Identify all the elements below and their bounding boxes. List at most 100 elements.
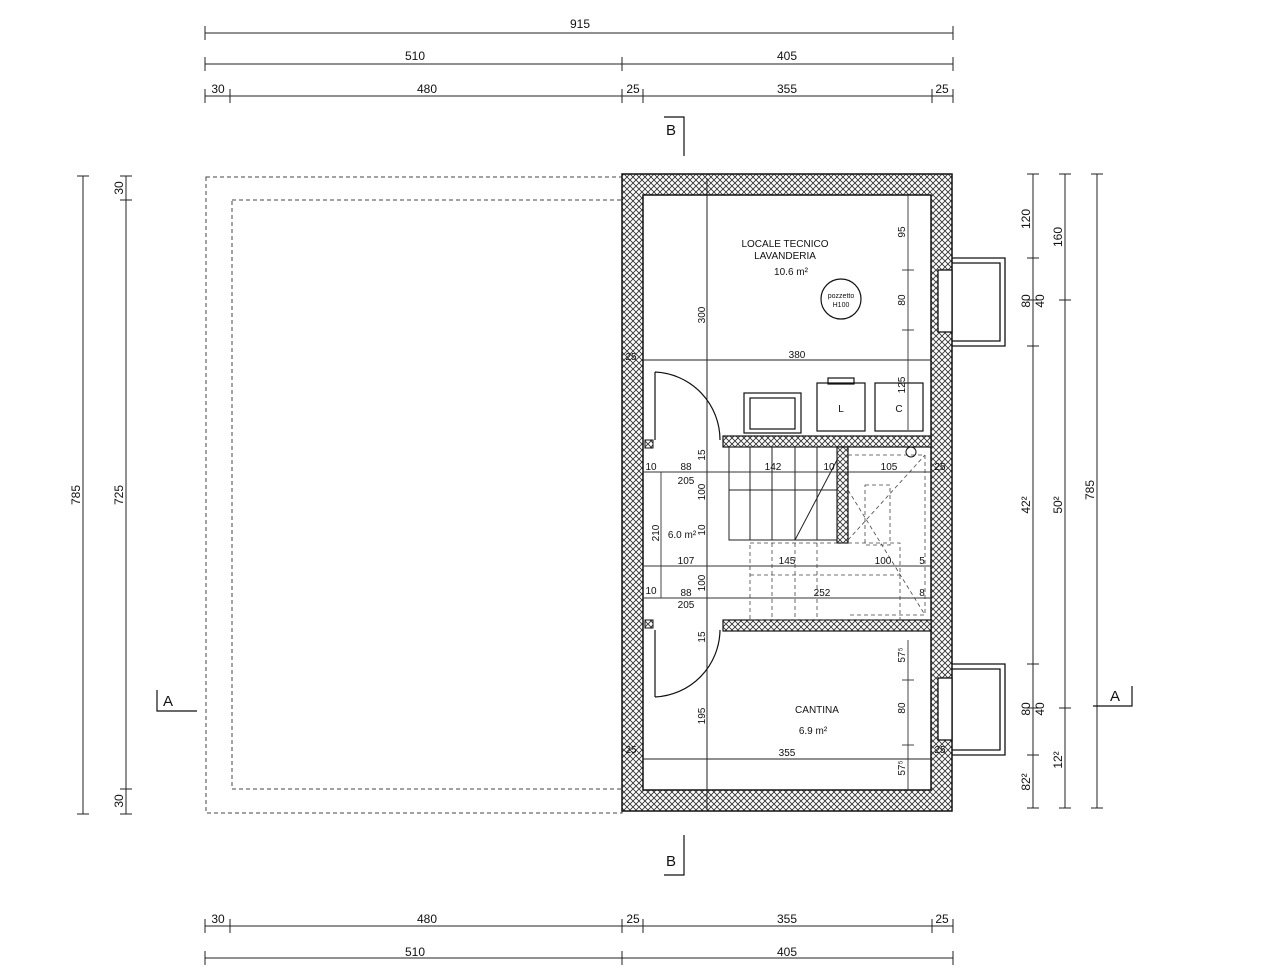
- dim-355-inner: 355: [779, 748, 796, 759]
- dim-95: 95: [897, 226, 908, 238]
- dim-right-122: 12²: [1051, 751, 1065, 768]
- dim-210: 210: [651, 524, 662, 541]
- dim-25a: 25: [625, 352, 637, 363]
- dim-bottom-seg-2: 480: [417, 912, 437, 926]
- section-marker-a-left: [156, 690, 197, 712]
- section-marker-b-bottom: [664, 835, 685, 876]
- section-label-b-bottom: B: [666, 853, 676, 870]
- room-cantina-area: 6.9 m²: [799, 726, 828, 737]
- exterior-wall: [621, 173, 953, 812]
- dim-252: 252: [814, 588, 831, 599]
- dim-right-502: 50²: [1051, 496, 1065, 513]
- dim-10c: 10: [697, 524, 708, 536]
- dim-100b: 100: [875, 556, 892, 567]
- dim-right-160: 160: [1051, 227, 1065, 247]
- section-marker-b-top: [664, 116, 685, 156]
- dim-195: 195: [697, 707, 708, 724]
- interior-dim-lines: [643, 195, 931, 790]
- dim-142: 142: [765, 462, 782, 473]
- dim-bottom-seg-1: 30: [211, 912, 225, 926]
- section-label-b-top: B: [666, 122, 676, 139]
- dim-57b: 57⁵: [897, 760, 908, 775]
- room-locale-area: 10.6 m²: [774, 267, 809, 278]
- dim-105: 105: [881, 462, 898, 473]
- label-boiler: C: [895, 404, 902, 415]
- dim-right-40b: 40: [1033, 702, 1047, 716]
- dim-10a: 10: [645, 462, 657, 473]
- dim-top-total: 915: [570, 17, 590, 31]
- dim-top-left: 510: [405, 49, 425, 63]
- dim-left-outer: 785: [69, 485, 83, 505]
- dim-right-822: 82²: [1019, 773, 1033, 790]
- dim-top-seg-4: 355: [777, 82, 797, 96]
- label-washer: L: [838, 404, 844, 415]
- dim-right-422: 42²: [1019, 496, 1033, 513]
- right-dimension-chains: [1027, 173, 1103, 809]
- dim-88a: 88: [680, 462, 692, 473]
- dim-88b: 88: [680, 588, 692, 599]
- boiler: [874, 382, 924, 432]
- door-jamb-upper: [644, 439, 654, 449]
- stair-wall-top: [722, 435, 932, 448]
- left-dimension-chains: [77, 175, 132, 815]
- pozzetto-line2: H100: [833, 302, 850, 309]
- section-label-a-left: A: [163, 693, 173, 710]
- door-lower: [654, 629, 721, 698]
- dim-left-bottom: 30: [112, 794, 126, 808]
- staircase: [728, 446, 838, 541]
- stair-core-wall: [836, 446, 849, 544]
- sink: [743, 392, 802, 434]
- dim-bottom-left: 510: [405, 945, 425, 959]
- dim-15b: 15: [697, 631, 708, 643]
- dim-right-40a: 40: [1033, 294, 1047, 308]
- bottom-dimension-chains: [204, 919, 954, 965]
- dim-right-785: 785: [1083, 480, 1097, 500]
- dim-5: 5: [919, 556, 925, 567]
- dim-80a: 80: [897, 294, 908, 306]
- dim-10b: 10: [823, 462, 835, 473]
- dim-380: 380: [789, 350, 806, 361]
- room-corridor-area: 6.0 m²: [668, 530, 697, 541]
- door-jamb-lower: [644, 619, 654, 629]
- dim-8: 8: [919, 588, 925, 599]
- dim-bottom-seg-4: 355: [777, 912, 797, 926]
- dim-right-120: 120: [1019, 209, 1033, 229]
- pozzetto-line1: pozzetto: [828, 293, 855, 300]
- pozzetto-circle: [820, 278, 862, 320]
- dim-57a: 57⁵: [897, 647, 908, 662]
- dim-top-seg-3: 25: [626, 82, 640, 96]
- section-marker-a-right: [1093, 686, 1133, 707]
- dim-top-right: 405: [777, 49, 797, 63]
- dim-top-seg-2: 480: [417, 82, 437, 96]
- drain-icon: [905, 446, 917, 458]
- dim-top-seg-5: 25: [935, 82, 949, 96]
- room-dividers: [643, 359, 931, 760]
- dim-15a: 15: [697, 449, 708, 461]
- dim-100c: 100: [697, 574, 708, 591]
- dim-bottom-seg-5: 25: [935, 912, 949, 926]
- dim-left-inner: 725: [112, 485, 126, 505]
- window-bottom: [937, 663, 1006, 756]
- dim-145: 145: [779, 556, 796, 567]
- section-label-a-right: A: [1110, 688, 1120, 705]
- dim-right-80a: 80: [1019, 294, 1033, 308]
- dim-bottom-right: 405: [777, 945, 797, 959]
- dim-80b: 80: [897, 702, 908, 714]
- dim-100a: 100: [697, 483, 708, 500]
- top-dimension-chains: [204, 26, 954, 103]
- dim-bottom-seg-3: 25: [626, 912, 640, 926]
- dim-25d: 25: [934, 745, 946, 756]
- washing-machine: [816, 377, 866, 432]
- dim-205a: 205: [678, 476, 695, 487]
- dim-107: 107: [678, 556, 695, 567]
- dim-25b: 25: [934, 462, 946, 473]
- window-top: [937, 257, 1006, 347]
- room-cantina-name: CANTINA: [795, 705, 839, 716]
- dim-205b: 205: [678, 600, 695, 611]
- dim-left-top: 30: [112, 181, 126, 195]
- dim-300: 300: [697, 306, 708, 323]
- stair-wall-bottom: [722, 619, 932, 632]
- dim-top-seg-1: 30: [211, 82, 225, 96]
